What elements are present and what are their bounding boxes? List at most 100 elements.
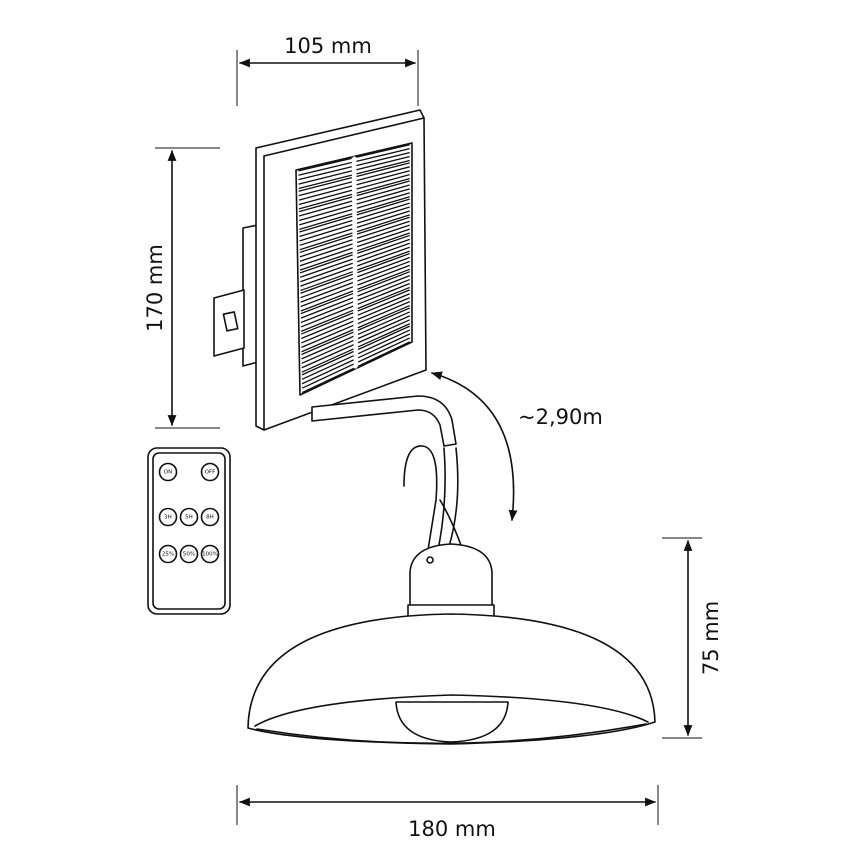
solar-cell-stripe (357, 260, 410, 282)
solar-cell-stripe (300, 286, 354, 308)
solar-cell-stripe (357, 323, 411, 348)
solar-cell-stripe (356, 144, 410, 158)
solar-cell-stripe (357, 278, 410, 301)
solar-cell-stripe (356, 234, 410, 254)
solar-cell-stripe (356, 216, 410, 235)
solar-cell-stripe (298, 157, 352, 172)
solar-cell-stripe (357, 238, 410, 259)
solar-cell-stripe (356, 159, 410, 175)
panel-height-label: 170 mm (143, 244, 167, 332)
remote-button-25: 25% (158, 544, 178, 564)
solar-cell-stripe (356, 188, 410, 205)
solar-cell-stripe (357, 271, 410, 293)
solar-cell-stripe (357, 250, 410, 271)
solar-cell-stripe (357, 242, 410, 263)
remote-button-5h: 5H (179, 507, 199, 527)
lamp-height-dimension: 75 mm (662, 537, 723, 739)
solar-cell-stripe (300, 266, 353, 287)
solar-cell-stripe (301, 329, 354, 353)
solar-cell-stripe (356, 220, 410, 239)
solar-cell-stripe (299, 251, 353, 271)
remote-button-50: 50% (179, 544, 199, 564)
solar-cell-stripe (356, 177, 410, 194)
solar-cell-stripe (357, 337, 411, 363)
solar-cell-stripe (357, 319, 411, 344)
svg-text:3H: 3H (164, 515, 172, 521)
solar-cell-stripe (300, 262, 353, 283)
solar-cell-stripe (356, 170, 410, 186)
lamp-width-label: 180 mm (408, 817, 496, 841)
solar-cell-stripe (357, 252, 410, 274)
remote-button-off: OFF (200, 462, 220, 482)
solar-cell-stripe (301, 348, 354, 373)
solar-cell-stripe (301, 363, 354, 389)
solar-cell-stripe (298, 181, 353, 197)
solar-cell-stripe (356, 192, 410, 209)
solar-cell-stripe (356, 214, 410, 233)
solar-cell-stripe (301, 359, 354, 385)
solar-cell-stripe (356, 196, 410, 213)
cable-length-dimension: ~2,90m (430, 371, 603, 522)
solar-cell-stripe (356, 232, 410, 252)
solar-cell-stripe (298, 166, 352, 181)
pendant-lamp (247, 543, 656, 745)
solar-cell-stripe (356, 180, 410, 197)
solar-cell-stripe (357, 264, 410, 286)
solar-cell-stripe (356, 202, 410, 220)
panel-width-dimension: 105 mm (236, 34, 419, 106)
solar-cell-stripe (299, 213, 353, 230)
lamp-width-dimension: 180 mm (236, 785, 659, 841)
solar-cell-stripe (300, 292, 354, 315)
solar-cell-stripe (357, 275, 410, 297)
solar-cell-stripe (298, 174, 353, 190)
solar-cell-stripe (299, 224, 353, 242)
solar-cell-stripe (299, 258, 353, 278)
solar-cell-stripe (298, 161, 352, 176)
solar-cell-stripe (356, 148, 410, 163)
solar-cell-stripe (301, 316, 354, 340)
solar-cell-stripe (299, 234, 353, 254)
solar-cell-stripe (300, 290, 354, 312)
remote-button-on: ON (158, 462, 178, 482)
solar-cell-stripe (299, 228, 353, 246)
solar-cell-stripe (299, 239, 353, 258)
solar-cell-stripe (357, 293, 410, 316)
svg-text:OFF: OFF (205, 470, 216, 476)
solar-cell-stripe (357, 341, 411, 367)
solar-cell-stripe (356, 210, 410, 229)
lamp-hook (403, 445, 463, 551)
remote-button-3h: 3H (158, 507, 178, 527)
solar-cell-stripe (300, 271, 354, 292)
solar-cell-stripe (301, 339, 354, 364)
solar-cell-stripe (357, 282, 410, 305)
svg-text:50%: 50% (183, 552, 195, 558)
solar-cell-stripe (299, 215, 353, 233)
solar-cell-stripe (298, 196, 353, 213)
solar-cell-stripe (357, 297, 410, 320)
panel-width-label: 105 mm (284, 34, 372, 58)
solar-cell-stripe (298, 189, 353, 206)
svg-text:100%: 100% (202, 552, 218, 558)
solar-cell-stripe (357, 304, 411, 329)
svg-text:5H: 5H (185, 515, 193, 521)
solar-cell-stripe (300, 297, 354, 319)
svg-text:25%: 25% (162, 552, 174, 558)
solar-cell-stripe (357, 307, 411, 331)
solar-cell-stripe (357, 301, 410, 325)
solar-cell-stripe (300, 282, 354, 303)
solar-cell-stripe (301, 320, 354, 344)
solar-cell-stripe (300, 309, 354, 332)
solar-cell-stripe (299, 247, 353, 267)
solar-cell-stripe (300, 273, 354, 294)
solar-cell-stripe (356, 155, 410, 171)
solar-cell-stripe (356, 184, 410, 201)
solar-cell-stripe (357, 289, 410, 312)
solar-cell-stripe (301, 331, 354, 356)
solar-cell-stripe (298, 200, 353, 217)
svg-text:8H: 8H (206, 515, 214, 521)
solar-cell-stripe (356, 166, 410, 182)
solar-cell-stripe (299, 219, 353, 238)
solar-cell-stripe (299, 204, 353, 222)
solar-cell-stripe (357, 286, 410, 310)
solar-cell-stripe (357, 311, 411, 336)
